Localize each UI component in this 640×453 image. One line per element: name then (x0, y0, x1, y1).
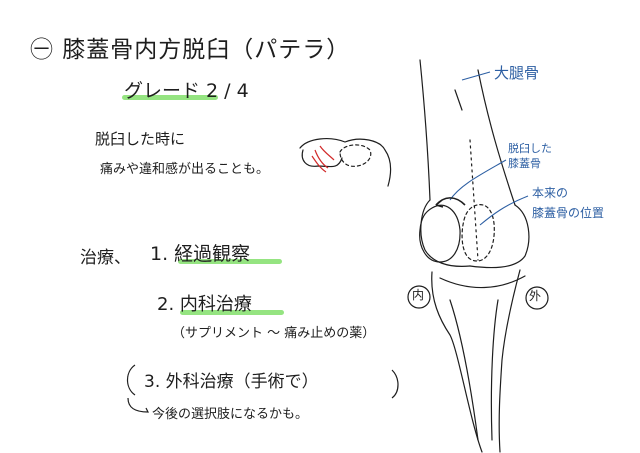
treatment-item-1: 1. 経過観察 (150, 243, 251, 265)
treatment-item-3: 3. 外科治療（手術で） (144, 372, 319, 392)
tibia (431, 271, 483, 453)
treatment-item-2-detail: （サプリメント 〜 痛み止めの薬） (172, 326, 376, 341)
treatment-item-2: 2. 内科治療 (157, 294, 252, 315)
note-line-1: 脱臼した時に (95, 130, 186, 148)
inner-label: 内 (412, 288, 425, 302)
femur-label: 大腿骨 (494, 64, 540, 82)
original-label-2: 膝蓋骨の位置 (532, 206, 605, 220)
patella-sketch (299, 138, 392, 187)
page-title: ㊀ 膝蓋骨内方脱臼（パテラ） (30, 37, 351, 63)
grade-highlight (122, 95, 218, 100)
treatment-footnote: 今後の選択肢になるかも。 (152, 407, 309, 422)
item1-highlight (178, 259, 282, 264)
dislocated-label-1: 脱臼した (508, 142, 552, 155)
dislocated-patella (419, 204, 461, 263)
original-patella-position (461, 204, 495, 262)
original-label-1: 本来の (532, 186, 569, 200)
treatment-label: 治療、 (80, 248, 131, 268)
item2-highlight (180, 310, 284, 315)
note-line-2: 痛みや違和感が出ることも。 (100, 162, 270, 177)
outer-label: 外 (529, 289, 542, 303)
femur-shaft (419, 59, 431, 201)
grade-label: グレード 2 / 4 (124, 80, 249, 102)
dislocated-label-2: 膝蓋骨 (508, 157, 541, 170)
